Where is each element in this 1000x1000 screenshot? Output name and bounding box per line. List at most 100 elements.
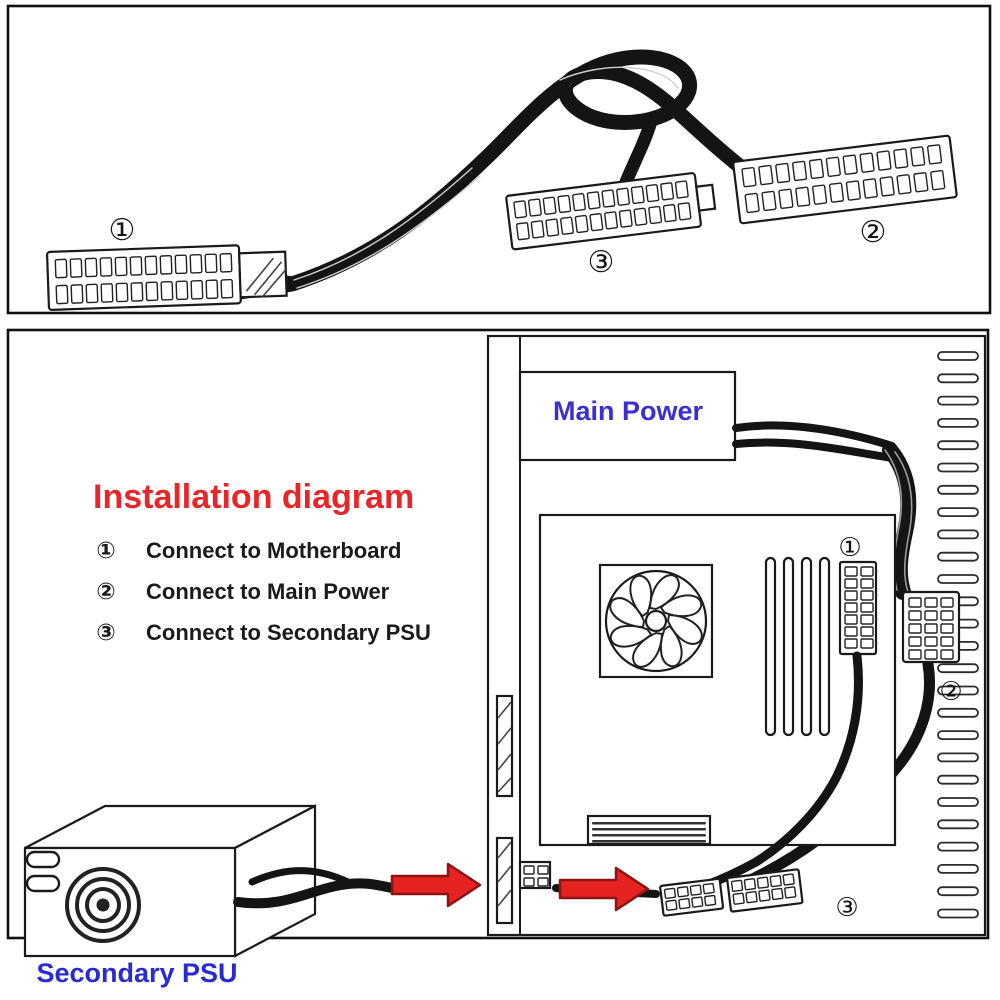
pin (844, 626, 858, 637)
pin (743, 878, 757, 891)
pin (100, 283, 114, 303)
pin (769, 874, 782, 888)
pin (592, 822, 706, 825)
pin (937, 462, 979, 473)
pin (937, 551, 979, 562)
pin (860, 614, 874, 625)
pin (70, 284, 84, 304)
pin (784, 886, 797, 899)
label-connector-2: ② (860, 215, 887, 250)
pin (527, 198, 542, 217)
pin (913, 172, 929, 193)
pin (937, 797, 979, 807)
case-rail-upper (495, 694, 514, 798)
ram-slots (764, 556, 831, 737)
pin (792, 160, 808, 182)
pin (730, 879, 744, 892)
pin (530, 220, 545, 239)
pin (674, 180, 689, 199)
pin (630, 185, 645, 205)
case-connector-2 (901, 590, 961, 664)
pin (633, 207, 648, 226)
pin (677, 202, 692, 221)
pin (937, 864, 979, 874)
pin (937, 440, 979, 451)
pin (761, 190, 777, 212)
pin (648, 205, 663, 225)
main-power-label: Main Power (553, 396, 704, 426)
pin (937, 418, 979, 428)
pin (940, 623, 954, 634)
pin (745, 891, 758, 904)
legend-num-3: ③ (96, 620, 115, 646)
pin (744, 192, 760, 214)
pin (844, 566, 858, 577)
pin (560, 216, 574, 235)
pin (660, 182, 675, 201)
pin (537, 865, 549, 875)
pin (542, 196, 557, 215)
pin (557, 194, 572, 214)
pin (908, 649, 922, 660)
pin (924, 597, 938, 608)
pin (756, 876, 769, 889)
pin (924, 649, 938, 660)
pin (937, 819, 979, 830)
pin (844, 578, 858, 589)
connector-3-secondary-psu-plug (505, 172, 717, 251)
pin (896, 174, 912, 195)
pin (663, 887, 677, 899)
pin (844, 614, 858, 625)
pin (523, 865, 535, 875)
pin (937, 752, 979, 763)
pin (908, 610, 922, 621)
pin (937, 886, 979, 897)
pin (676, 886, 689, 898)
pin (845, 180, 861, 201)
pin (908, 623, 922, 634)
connector-2-pin-grid (741, 144, 946, 214)
pin (69, 258, 83, 278)
pin (572, 193, 586, 212)
pin (545, 218, 560, 237)
pin (940, 597, 954, 608)
pin (782, 873, 795, 886)
pin (908, 636, 922, 647)
psu-fan (65, 867, 141, 943)
case-small-connector (518, 860, 552, 890)
pin (175, 280, 189, 301)
pin (604, 211, 619, 230)
pin (778, 188, 794, 210)
legend-text-3: Connect to Secondary PSU (146, 620, 431, 645)
pin (795, 186, 811, 207)
pin (924, 623, 938, 634)
pin (160, 281, 174, 301)
pin (860, 602, 874, 613)
legend-num-2: ② (96, 579, 115, 605)
pin (908, 597, 922, 608)
pin (860, 638, 874, 649)
pin (159, 255, 173, 275)
pin (825, 156, 841, 178)
cable-bundle (284, 49, 760, 292)
pin (689, 884, 702, 896)
pin (775, 162, 791, 184)
pin (592, 828, 706, 831)
pin (937, 507, 979, 518)
connector-3-latch (695, 183, 717, 212)
connector-1-pin-grid (54, 252, 234, 305)
pin (937, 908, 979, 919)
legend-text-1: Connect to Motherboard (146, 538, 401, 563)
cpu-fan (598, 563, 714, 679)
legend-num-1: ① (96, 538, 115, 564)
pin (937, 395, 979, 406)
pin (586, 191, 601, 210)
pin (879, 176, 895, 197)
pin (691, 896, 704, 908)
psu-sockets (25, 850, 61, 893)
pin (145, 281, 159, 302)
secondary-psu-label: Secondary PSU (36, 958, 237, 988)
pin (940, 636, 954, 647)
bottom-connector-b (726, 868, 804, 913)
